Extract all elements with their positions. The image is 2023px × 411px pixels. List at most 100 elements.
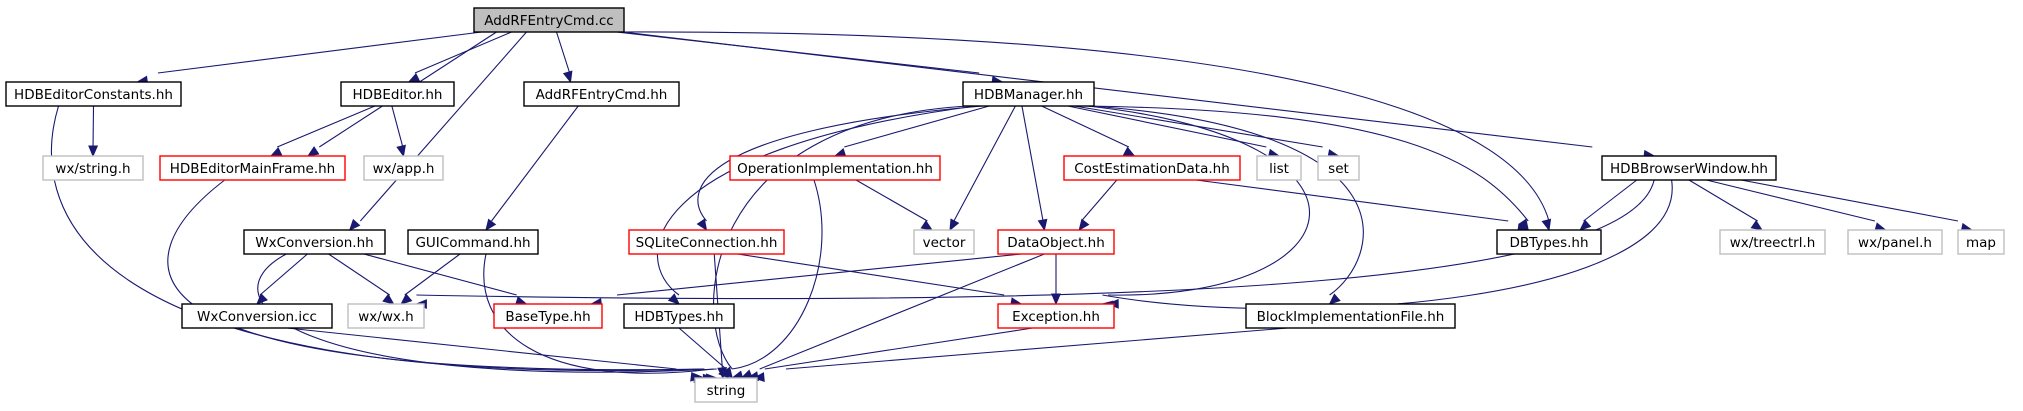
edge-hdbbrowserwindow-to-wxpanel (1706, 179, 1887, 232)
edge-line (286, 327, 677, 370)
arrowhead-icon (485, 218, 497, 232)
node-label: wx/string.h (55, 161, 130, 177)
arrowhead-icon (1122, 146, 1136, 157)
node-label: DataObject.hh (1007, 235, 1105, 251)
node-box (363, 155, 444, 181)
edge-blockimplfile-to-string (752, 327, 1288, 382)
edge-line (391, 105, 404, 148)
edge-hdbtypes-to-string (678, 327, 731, 379)
node-box (1256, 155, 1302, 181)
node-box (1601, 155, 1777, 181)
node-guicommand[interactable]: GUICommand.hh (407, 229, 539, 255)
node-label: wx/treectrl.h (1730, 235, 1816, 251)
node-hdbeditormainframe[interactable]: HDBEditorMainFrame.hh (159, 155, 346, 181)
node-box (729, 155, 941, 181)
arrowhead-icon (1579, 219, 1592, 231)
edge-hdbmanager-to-vector (949, 105, 1016, 232)
edge-hdbeditor-to-hdbeditormainframe (269, 105, 376, 157)
node-operationimpl[interactable]: OperationImplementation.hh (729, 155, 941, 181)
node-costestimation[interactable]: CostEstimationData.hh (1063, 155, 1241, 181)
edge-line (622, 31, 1550, 222)
node-box (1496, 229, 1602, 255)
node-hdbeditorconstants[interactable]: HDBEditorConstants.hh (5, 81, 182, 107)
edge-line (678, 327, 727, 370)
arrowhead-icon (269, 146, 283, 157)
edge-line (157, 31, 482, 74)
edge-hdbbrowserwindow-to-dbtypes (1579, 179, 1638, 231)
node-label: wx/wx.h (358, 309, 413, 325)
node-box (623, 303, 735, 329)
node-sqliteconnection[interactable]: SQLiteConnection.hh (628, 229, 785, 255)
node-label: Exception.hh (1012, 309, 1100, 325)
node-dbtypes[interactable]: DBTypes.hh (1496, 229, 1602, 255)
arrowhead-icon (1541, 218, 1552, 232)
node-wxapp: wx/app.h (363, 155, 444, 181)
node-box (1245, 303, 1456, 329)
edge-line (1688, 179, 1758, 222)
arrowhead-icon (718, 367, 731, 379)
node-hdbeditor[interactable]: HDBEditor.hh (340, 81, 455, 107)
edge-line (1067, 105, 1267, 148)
edge-root-to-addrfentrycmd_hh (555, 31, 573, 84)
node-wxconversion[interactable]: WxConversion.hh (243, 229, 386, 255)
edge-line (1583, 179, 1638, 222)
node-blockimplfile[interactable]: BlockImplementationFile.hh (1245, 303, 1456, 329)
node-label: HDBEditorConstants.hh (14, 87, 173, 103)
node-label: wx/panel.h (1858, 235, 1932, 251)
node-box (407, 229, 539, 255)
node-label: HDBEditor.hh (353, 87, 443, 103)
node-label: wx/app.h (373, 161, 435, 177)
node-label: DBTypes.hh (1509, 235, 1588, 251)
node-hdbbrowserwindow[interactable]: HDBBrowserWindow.hh (1601, 155, 1777, 181)
edge-line (1041, 105, 1130, 148)
edge-root-to-wxconversion (348, 31, 527, 231)
edge-line (328, 253, 391, 296)
arrowhead-icon (396, 144, 406, 158)
edge-hdbmanager-to-exception (1087, 105, 1311, 309)
edge-line (404, 253, 461, 296)
node-label: SQLiteConnection.hh (636, 235, 778, 251)
node-wxstring: wx/string.h (42, 155, 144, 181)
node-box (340, 81, 455, 107)
edge-hdbeditorconstants-to-wxstring (88, 105, 99, 158)
edge-line (416, 179, 1655, 300)
edge-dataobject-to-basetype (589, 253, 1022, 308)
edge-line (1087, 105, 1311, 296)
arrowhead-icon (949, 218, 960, 232)
node-label: AddRFEntryCmd.cc (484, 13, 613, 29)
node-label: OperationImplementation.hh (737, 161, 933, 177)
arrowhead-icon (382, 293, 395, 305)
edge-hdbmanager-to-sqliteconnection (696, 105, 983, 232)
node-wxtreectrl: wx/treectrl.h (1719, 229, 1826, 255)
node-hdbmanager[interactable]: HDBManager.hh (962, 81, 1095, 107)
node-wxconversion-icc[interactable]: WxConversion.icc (181, 303, 333, 329)
node-box (5, 81, 182, 107)
node-vector: vector (913, 229, 975, 255)
edge-line (1741, 179, 1959, 222)
edge-layer (51, 31, 1974, 384)
node-box (523, 81, 680, 107)
node-map: map (1957, 229, 2005, 255)
node-root[interactable]: AddRFEntryCmd.cc (473, 7, 625, 33)
node-hdbtypes[interactable]: HDBTypes.hh (623, 303, 735, 329)
edge-exception-to-string (746, 327, 1033, 382)
edge-line (1091, 105, 1364, 296)
arrowhead-icon (920, 220, 934, 231)
edge-line (844, 105, 990, 148)
node-addrfentrycmd-hh[interactable]: AddRFEntryCmd.hh (523, 81, 680, 107)
node-set: set (1317, 155, 1360, 181)
node-box (1317, 155, 1360, 181)
node-box (243, 229, 386, 255)
node-box (1957, 229, 2005, 255)
node-label: set (1328, 161, 1349, 177)
edge-wxconversion-to-wxwx (328, 253, 395, 305)
arrowhead-icon (1037, 218, 1048, 232)
edge-hdbbrowserwindow-to-map (1741, 179, 1974, 233)
node-box (628, 229, 785, 255)
edge-wxconversion-to-wxconversion_icc (256, 253, 308, 305)
node-dataobject[interactable]: DataObject.hh (997, 229, 1115, 255)
node-label: CostEstimationData.hh (1074, 161, 1230, 177)
arrowhead-icon (407, 72, 421, 83)
node-exception[interactable]: Exception.hh (997, 303, 1115, 329)
node-basetype[interactable]: BaseType.hh (493, 303, 603, 329)
